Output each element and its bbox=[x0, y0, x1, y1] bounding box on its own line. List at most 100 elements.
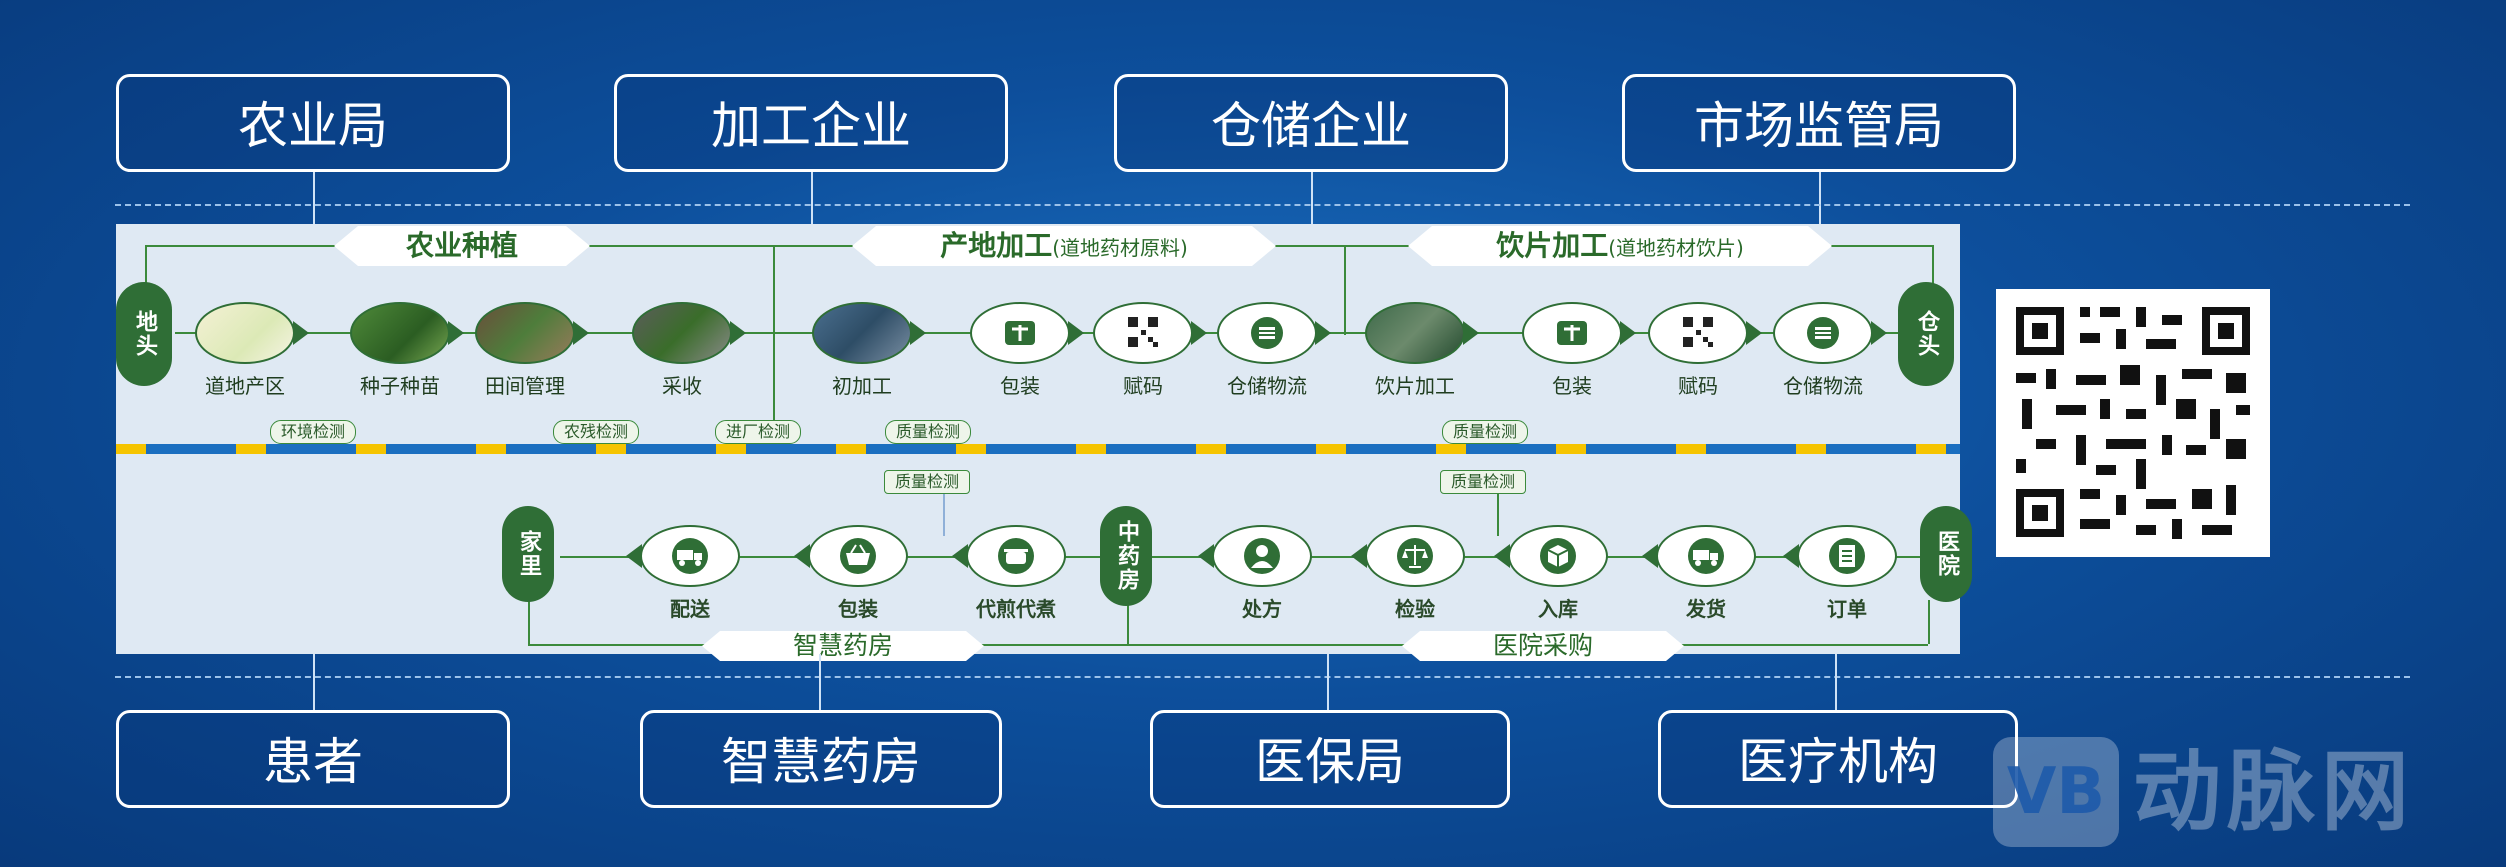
node-origin-area bbox=[195, 302, 309, 364]
document-icon bbox=[1797, 525, 1897, 587]
connector bbox=[811, 172, 813, 224]
doctor-icon bbox=[1212, 525, 1312, 587]
node-label: 配送 bbox=[670, 597, 710, 621]
connector bbox=[943, 494, 945, 536]
arrow-icon bbox=[952, 544, 968, 568]
map-photo-icon bbox=[195, 302, 295, 364]
banner-hospital-procurement: 医院采购 bbox=[1402, 631, 1684, 661]
arrow-icon bbox=[448, 321, 464, 345]
node-shipping bbox=[1642, 525, 1756, 587]
node-piece-processing bbox=[1365, 302, 1479, 364]
node-label: 赋码 bbox=[1123, 374, 1163, 398]
flow-line bbox=[528, 598, 530, 644]
banner-origin-processing: 产地加工(道地药材原料) bbox=[852, 226, 1276, 266]
node-label: 采收 bbox=[662, 374, 702, 398]
arrow-icon bbox=[1351, 544, 1367, 568]
node-storage-logistics-1 bbox=[1217, 302, 1331, 364]
tag-intake-test: 进厂检测 bbox=[715, 420, 802, 444]
node-label: 道地产区 bbox=[205, 374, 285, 398]
divider-bottom bbox=[115, 676, 2410, 678]
flow-line bbox=[773, 245, 775, 435]
node-order bbox=[1783, 525, 1897, 587]
watermark-text: 动脉网 bbox=[2133, 740, 2416, 843]
node-decoction bbox=[952, 525, 1066, 587]
node-warehousing bbox=[1494, 525, 1608, 587]
node-label: 田间管理 bbox=[485, 374, 565, 398]
endcap-home: 家里 bbox=[502, 506, 554, 602]
endcap-hospital: 医院 bbox=[1920, 506, 1972, 602]
endcap-warehouse-head: 仓头 bbox=[1898, 282, 1954, 386]
banner-text: 农业种植 bbox=[405, 229, 518, 262]
tag-quality-test: 质量检测 bbox=[1440, 470, 1527, 494]
flow-line bbox=[1928, 600, 1930, 644]
node-label: 入库 bbox=[1538, 597, 1578, 621]
node-label: 包装 bbox=[1000, 374, 1040, 398]
connector bbox=[819, 654, 821, 710]
node-label: 检验 bbox=[1395, 597, 1435, 621]
arrow-icon bbox=[794, 544, 810, 568]
top-box-storage-enterprise: 仓储企业 bbox=[1114, 74, 1508, 172]
watermark: VB 动脉网 bbox=[1993, 737, 2493, 847]
node-label: 发货 bbox=[1686, 597, 1726, 621]
pot-icon bbox=[966, 525, 1066, 587]
banner-smart-pharmacy: 智慧药房 bbox=[702, 631, 984, 661]
flow-line bbox=[1344, 245, 1346, 335]
arrow-icon bbox=[1871, 321, 1887, 345]
arrow-icon bbox=[1746, 321, 1762, 345]
decorative-stripe bbox=[116, 444, 1960, 454]
node-label: 处方 bbox=[1242, 597, 1282, 621]
bottom-box-medical-institution: 医疗机构 bbox=[1658, 710, 2018, 808]
node-field-management bbox=[475, 302, 589, 364]
arrow-icon bbox=[1494, 544, 1510, 568]
node-label: 初加工 bbox=[832, 374, 892, 398]
arrow-icon bbox=[910, 321, 926, 345]
arrow-icon bbox=[1068, 321, 1084, 345]
tag-quality-test: 质量检测 bbox=[884, 470, 971, 494]
node-prescription bbox=[1198, 525, 1312, 587]
connector bbox=[313, 172, 315, 224]
basket-icon bbox=[808, 525, 908, 587]
node-label: 包装 bbox=[1552, 374, 1592, 398]
qrcode-icon bbox=[1648, 302, 1748, 364]
factory-photo-icon bbox=[812, 302, 912, 364]
divider-top bbox=[115, 204, 2410, 206]
node-label: 代煎代煮 bbox=[976, 597, 1056, 621]
box-icon bbox=[970, 302, 1070, 364]
bottom-box-smart-pharmacy: 智慧药房 bbox=[640, 710, 1002, 808]
banner-agri-planting: 农业种植 bbox=[334, 226, 590, 266]
scale-icon bbox=[1365, 525, 1465, 587]
warehouse-icon bbox=[1773, 302, 1873, 364]
connector bbox=[1497, 494, 1499, 536]
node-seedling bbox=[350, 302, 464, 364]
field-photo-icon bbox=[475, 302, 575, 364]
arrow-icon bbox=[730, 321, 746, 345]
node-label: 订单 bbox=[1827, 597, 1867, 621]
arrow-icon bbox=[1783, 544, 1799, 568]
node-label: 仓储物流 bbox=[1227, 374, 1307, 398]
connector bbox=[1819, 172, 1821, 224]
bottom-box-medical-insurance: 医保局 bbox=[1150, 710, 1510, 808]
connector bbox=[1311, 172, 1313, 224]
node-label: 包装 bbox=[838, 597, 878, 621]
node-packaging-2 bbox=[1522, 302, 1636, 364]
node-delivery bbox=[626, 525, 740, 587]
arrow-icon bbox=[573, 321, 589, 345]
flow-line bbox=[1127, 600, 1129, 644]
node-inspection bbox=[1351, 525, 1465, 587]
top-box-processing-enterprise: 加工企业 bbox=[614, 74, 1008, 172]
endcap-pharmacy: 中药房 bbox=[1100, 506, 1152, 606]
banner-decoction-piece-processing: 饮片加工(道地药材饮片) bbox=[1408, 226, 1832, 266]
tag-quality-test: 质量检测 bbox=[885, 420, 972, 444]
flow-line bbox=[145, 245, 147, 285]
endcap-field-head: 地头 bbox=[116, 282, 172, 386]
seedling-photo-icon bbox=[350, 302, 450, 364]
node-label: 种子种苗 bbox=[360, 374, 440, 398]
arrow-icon bbox=[1191, 321, 1207, 345]
top-box-agriculture-bureau: 农业局 bbox=[116, 74, 510, 172]
node-coding-2 bbox=[1648, 302, 1762, 364]
arrow-icon bbox=[1620, 321, 1636, 345]
arrow-icon bbox=[1463, 321, 1479, 345]
flow-line-bottom bbox=[528, 644, 1928, 646]
truck-icon bbox=[640, 525, 740, 587]
node-primary-processing bbox=[812, 302, 926, 364]
